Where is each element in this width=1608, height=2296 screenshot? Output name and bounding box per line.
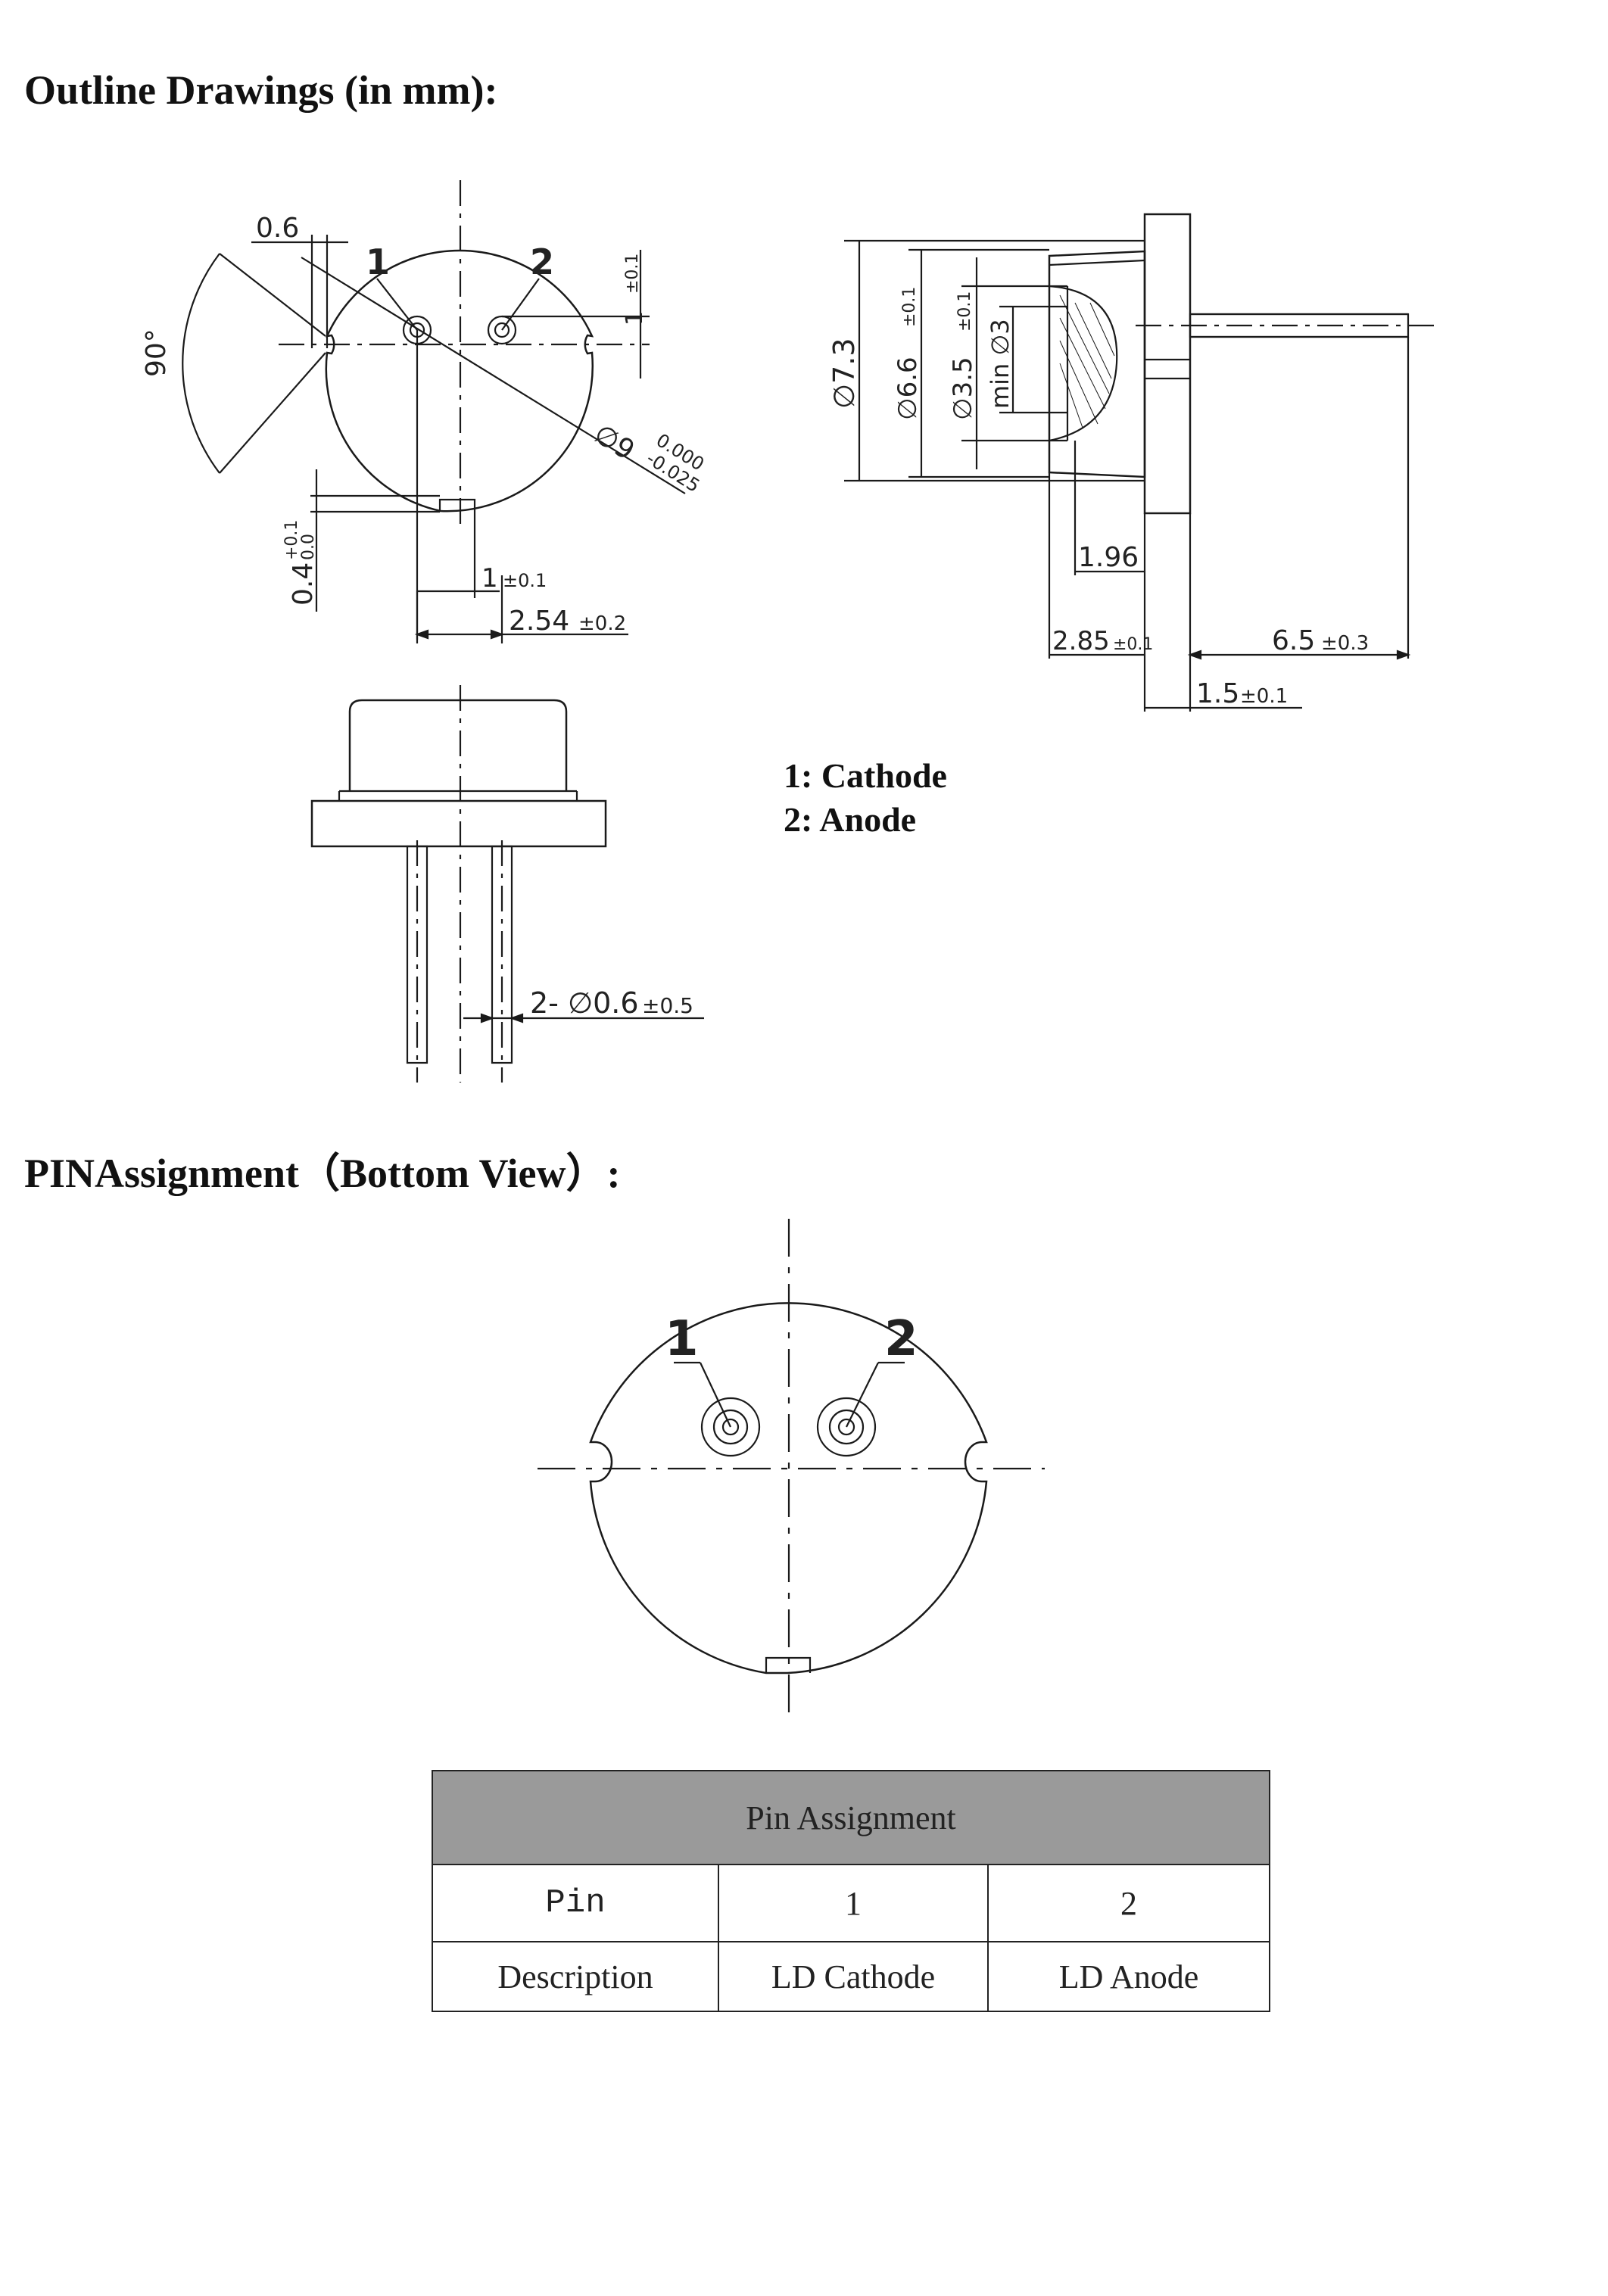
pin-assignment-heading: PINAssignment（Bottom View）: [24, 1151, 621, 1196]
side-view-labels: ∅7.3 ∅6.6 ±0.1 ∅3.5 ±0.1 min ∅3 1.96 2.8… [827, 287, 1369, 709]
dim-min-dia-3: min ∅3 [986, 319, 1014, 409]
dim-pin-dia-tol: ±0.5 [642, 993, 693, 1018]
dim-1-5-tol: ±0.1 [1240, 685, 1288, 708]
pin-cell: 2 [987, 1864, 1270, 1942]
dim-1-5: 1.5 [1196, 678, 1239, 709]
dim-1-right-tol: ±0.1 [623, 254, 642, 294]
dim-dia-6-6-tol: ±0.1 [900, 287, 919, 327]
dim-0-4-tol-up: +0.1 [282, 520, 301, 560]
dim-2-54: 2.54 [509, 606, 569, 637]
dim-angle: 90° [141, 329, 172, 377]
dim-2-85: 2.85 [1052, 626, 1110, 656]
table-row: Pin 1 2 [432, 1864, 1270, 1942]
front-pin1-label: 1 [366, 241, 390, 282]
table-row: Description LD Cathode LD Anode [432, 1941, 1270, 2012]
dim-2-54-tol: ±0.2 [578, 612, 626, 635]
description-cell: LD Anode [987, 1941, 1270, 2012]
table-header-row: Pin Assignment [432, 1770, 1270, 1865]
dim-dia-7-3: ∅7.3 [827, 338, 861, 409]
dim-1-96: 1.96 [1078, 542, 1139, 573]
dim-2-85-tol: ±0.1 [1113, 635, 1153, 654]
legend-cathode: 1: Cathode [784, 756, 947, 795]
bottom-pin2-label: 2 [884, 1311, 918, 1367]
dim-pin-dia: 2- ∅0.6 [530, 986, 639, 1020]
table-title: Pin Assignment [432, 1770, 1270, 1865]
dim-0-4-tol-low: 0.0 [299, 534, 318, 560]
dim-dia-3-5: ∅3.5 [948, 357, 978, 420]
side-view [844, 213, 1438, 712]
outline-heading: Outline Drawings (in mm): [24, 67, 498, 113]
bottom-view [538, 1219, 1045, 1722]
dim-6-5: 6.5 [1272, 625, 1315, 656]
pin-cell: 1 [718, 1864, 989, 1942]
description-row-label: Description [432, 1941, 719, 2012]
profile-view-labels: 2- ∅0.6 ±0.5 [530, 986, 693, 1020]
dim-dia-9: ∅9 [588, 419, 640, 467]
dim-0-4: 0.4 [288, 562, 319, 606]
profile-view [310, 685, 704, 1083]
description-cell: LD Cathode [718, 1941, 989, 2012]
dim-pin-width-tol: ±0.1 [503, 570, 547, 591]
dim-dia-6-6: ∅6.6 [893, 357, 923, 420]
dim-1-right: 1 [622, 311, 648, 326]
front-pin2-label: 2 [530, 241, 554, 282]
dim-0-6: 0.6 [256, 213, 299, 244]
front-view-labels: 1 2 0.6 90° 1 ±0.1 ∅9 0.000 -0.025 0.4 +… [141, 213, 708, 637]
dim-pin-width: 1 [481, 563, 498, 593]
bottom-view-labels: 1 2 [665, 1311, 918, 1367]
dim-dia-3-5-tol: ±0.1 [955, 291, 974, 332]
legend-anode: 2: Anode [784, 800, 916, 839]
bottom-pin1-label: 1 [665, 1311, 699, 1367]
pin-assignment-table: Pin Assignment Pin 1 2 Description LD Ca… [432, 1770, 1270, 2012]
front-view [182, 180, 686, 643]
dim-6-5-tol: ±0.3 [1321, 632, 1369, 655]
pin-row-label: Pin [432, 1864, 719, 1942]
legend: 1: Cathode 2: Anode [784, 756, 947, 839]
